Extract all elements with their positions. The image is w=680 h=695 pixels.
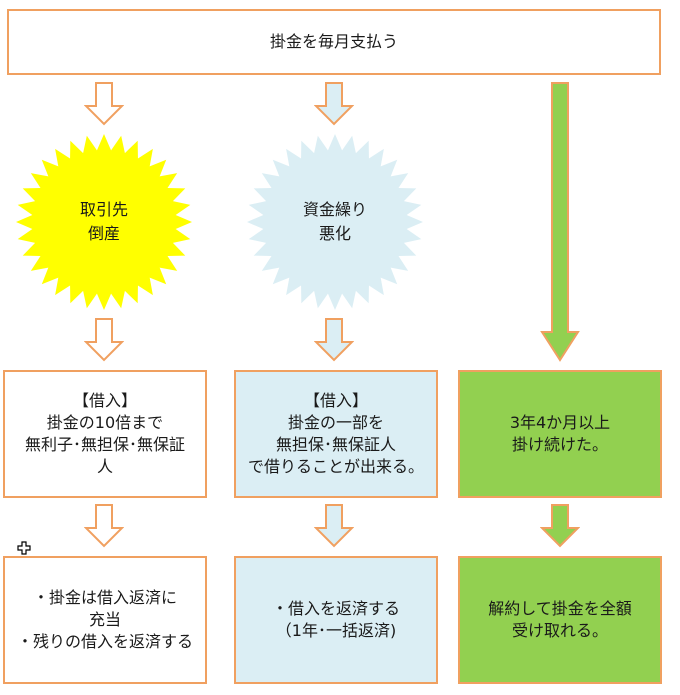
starburst-middle	[247, 134, 423, 310]
starburst-middle-label: 資金繰り 悪化	[302, 200, 367, 243]
box-repay-left-text: ・掛金は借入返済に 充当 ・残りの借入を返済する	[16, 588, 193, 651]
box-repay-middle: ・借入を返済する （1年･一括返済)	[234, 556, 438, 684]
arrow-down-right-long	[540, 82, 580, 362]
box-continued-payment: 3年4か月以上 掛け続けた。	[458, 370, 662, 498]
arrow-down-right-3	[540, 504, 580, 548]
arrow-down-left-1	[84, 82, 124, 126]
arrow-down-middle-1	[314, 82, 354, 126]
box-cancel-receive-text: 解約して掛金を全額 受け取れる。	[488, 599, 632, 640]
box-repay-left: ・掛金は借入返済に 充当 ・残りの借入を返済する	[3, 556, 207, 684]
starburst-left	[16, 134, 192, 310]
starburst-left-label: 取引先 倒産	[79, 200, 128, 243]
box-loan-middle-text: 【借入】 掛金の一部を 無担保･無保証人 で借りることが出来る。	[247, 391, 424, 476]
move-cursor-icon[interactable]	[17, 541, 31, 555]
top-box-monthly-payment: 掛金を毎月支払う	[7, 9, 661, 75]
box-loan-left-text: 【借入】 掛金の10倍まで 無利子･無担保･無保証 人	[24, 391, 185, 476]
arrow-down-left-2	[84, 318, 124, 362]
arrow-down-middle-2	[314, 318, 354, 362]
box-continued-payment-text: 3年4か月以上 掛け続けた。	[509, 413, 611, 454]
arrow-down-left-3	[84, 504, 124, 548]
top-box-label: 掛金を毎月支払う	[269, 32, 398, 51]
box-loan-middle: 【借入】 掛金の一部を 無担保･無保証人 で借りることが出来る。	[234, 370, 438, 498]
box-repay-middle-text: ・借入を返済する （1年･一括返済)	[271, 599, 400, 640]
box-loan-left: 【借入】 掛金の10倍まで 無利子･無担保･無保証 人	[3, 370, 207, 498]
arrow-down-middle-3	[314, 504, 354, 548]
box-cancel-receive: 解約して掛金を全額 受け取れる。	[458, 556, 662, 684]
